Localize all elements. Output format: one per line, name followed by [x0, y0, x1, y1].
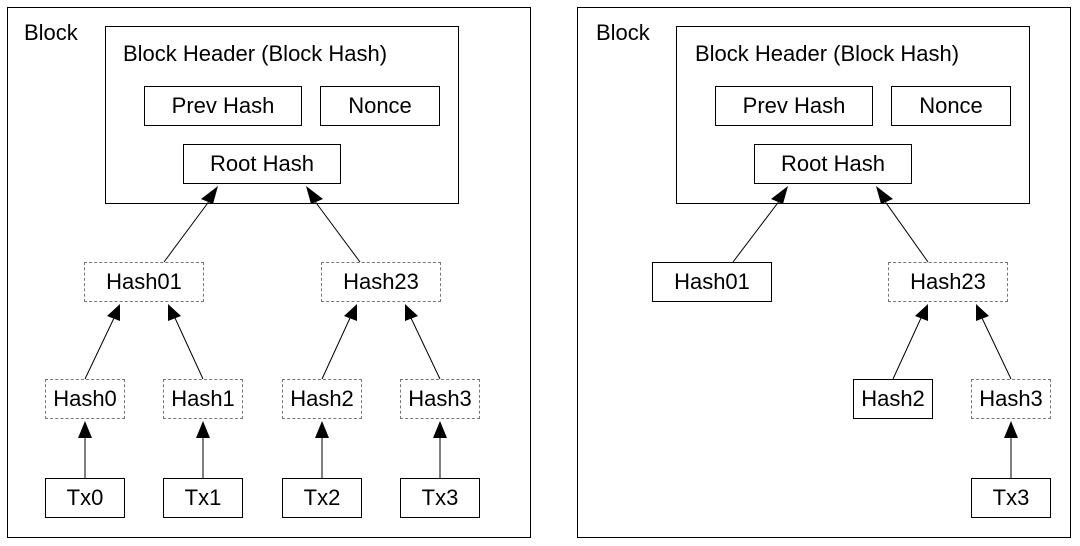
left-hash2-node: Hash2 — [282, 379, 362, 419]
left-tx3-node: Tx3 — [400, 478, 480, 518]
left-hash23-node: Hash23 — [321, 262, 441, 302]
right-root-hash-box: Root Hash — [754, 144, 912, 184]
left-block-label: Block — [24, 20, 78, 45]
left-tx1-node: Tx1 — [163, 478, 243, 518]
left-nonce-box: Nonce — [320, 86, 440, 126]
left-hash3-node: Hash3 — [400, 379, 480, 419]
left-block-header-title: Block Header (Block Hash) — [123, 41, 388, 66]
left-hash1-node: Hash1 — [163, 379, 243, 419]
right-prev-hash-box: Prev Hash — [715, 86, 873, 126]
right-hash2-node: Hash2 — [853, 379, 933, 419]
left-hash0-node: Hash0 — [45, 379, 125, 419]
left-prev-hash-box: Prev Hash — [144, 86, 302, 126]
left-hash01-node: Hash01 — [84, 262, 204, 302]
left-root-hash-box: Root Hash — [183, 144, 341, 184]
right-block-label: Block — [596, 20, 650, 45]
left-tx2-node: Tx2 — [282, 478, 362, 518]
left-block-header — [105, 26, 459, 204]
right-hash3-node: Hash3 — [971, 379, 1051, 419]
left-tx0-node: Tx0 — [45, 478, 125, 518]
right-block-header — [676, 26, 1030, 204]
right-block-header-title: Block Header (Block Hash) — [695, 41, 960, 66]
right-hash23-node: Hash23 — [888, 262, 1008, 302]
right-tx3-node: Tx3 — [971, 478, 1051, 518]
right-hash01-node: Hash01 — [652, 262, 772, 302]
right-nonce-box: Nonce — [891, 86, 1011, 126]
